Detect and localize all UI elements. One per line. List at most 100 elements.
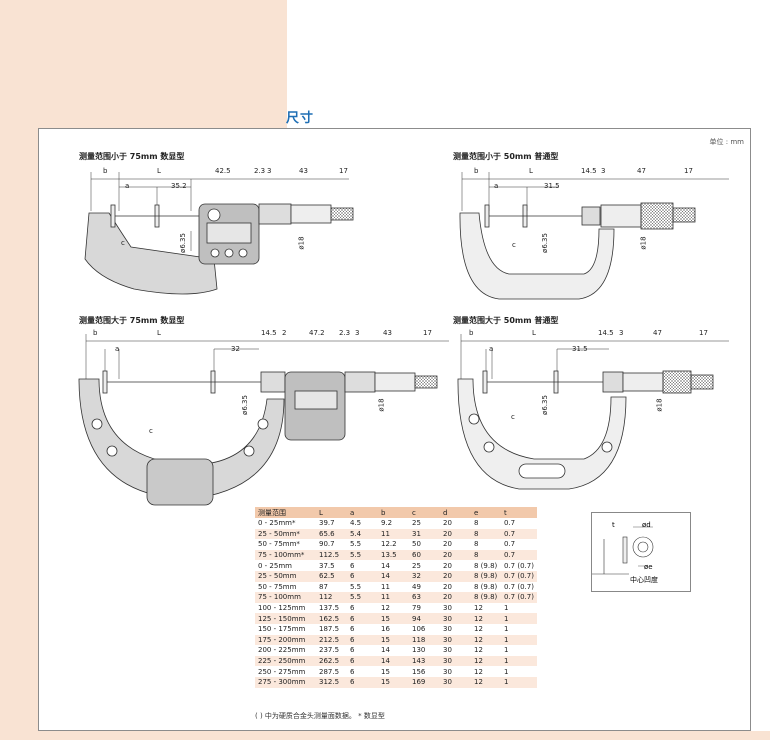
table-cell: 143 [409,655,440,667]
fig4-drawing [457,334,729,490]
header-t: t [501,507,537,518]
table-cell: 100 - 125mm [258,604,306,613]
table-cell: 16 [381,625,390,634]
table-cell: 150 - 175mm [258,625,306,634]
table-cell: 20 [443,561,452,570]
table-cell: 14 [381,646,390,655]
table-cell: 94 [409,613,440,624]
table-cell: 1 [501,613,537,624]
fig3-title: 测量范围大于 75mm 数显型 [79,316,185,325]
table-cell: 6 [350,625,355,634]
table-cell: 1 [501,676,537,688]
table-cell: 12 [471,634,501,646]
detail-label-t: t [612,521,615,529]
table-cell: 8 (9.8) [471,570,501,582]
table-cell: 20 [443,582,452,591]
table-cell: 0.7 [501,549,537,561]
table-cell: 30 [443,667,452,676]
table-cell: 287.5 [319,667,340,676]
table-cell: 1 [504,625,509,634]
table-cell: 118 [409,634,440,646]
table-cell: 0.7 (0.7) [504,582,534,591]
table-cell: 8 (9.8) [471,592,501,603]
table-cell: 275 - 300mm [255,676,316,688]
table-cell: 1 [504,667,509,676]
table-cell: 8 [471,528,501,540]
table-cell: 75 - 100mm [255,592,316,603]
table-cell: 175 - 200mm [255,634,316,646]
table-cell: 90.7 [319,540,335,549]
table-cell: 15 [378,613,409,624]
table-cell: 11 [378,592,409,603]
table-cell: 30 [440,655,471,667]
table-cell: 6 [347,655,378,667]
table-cell: 8 [474,519,479,528]
table-cell: 6 [350,646,355,655]
table-cell: 12 [474,667,483,676]
table-cell: 37.5 [319,561,335,570]
table-cell: 1 [501,655,537,667]
section-title: 尺寸 [286,111,315,126]
table-cell: 0 - 25mm [258,561,292,570]
table-cell: 49 [412,582,421,591]
table-cell: 250 - 275mm [258,667,306,676]
fig2-drawing [459,172,729,300]
table-cell: 0.7 (0.7) [501,592,537,603]
table-cell: 25 [412,561,421,570]
table-cell: 20 [440,592,471,603]
table-cell: 237.5 [319,646,340,655]
table-cell: 30 [443,646,452,655]
table-cell: 25 [412,519,421,528]
table-cell: 1 [504,604,509,613]
table-cell: 225 - 250mm [255,655,316,667]
table-cell: 20 [443,519,452,528]
table-cell: 187.5 [319,625,340,634]
table-cell: 6 [350,604,355,613]
micrometer-drawings [78,172,729,575]
header-range: 测量范围 [255,507,316,518]
table-cell: 20 [440,570,471,582]
table-cell: 79 [412,604,421,613]
table-cell: 0.7 [504,540,516,549]
table-cell: 50 [412,540,421,549]
table-cell: 20 [443,540,452,549]
table-cell: 212.5 [316,634,347,646]
fig1-title: 测量范围小于 75mm 数显型 [79,152,185,161]
table-cell: 5.4 [347,528,378,540]
table-cell: 9.2 [381,519,393,528]
table-cell: 14 [378,655,409,667]
header-b: b [378,507,409,518]
table-cell: 0.7 (0.7) [504,561,534,570]
table-cell: 112.5 [316,549,347,561]
table-cell: 125 - 150mm [255,613,316,624]
table-cell: 75 - 100mm* [255,549,316,561]
table-cell: 112 [316,592,347,603]
table-cell: 11 [378,528,409,540]
table-cell: 5.5 [347,592,378,603]
table-cell: 39.7 [319,519,335,528]
table-cell: 30 [443,625,452,634]
table-cell: 12 [471,655,501,667]
table-cell: 14 [378,570,409,582]
header-L: L [316,507,347,518]
table-cell: 11 [381,582,390,591]
table-cell: 14 [381,561,390,570]
table-cell: 25 - 50mm* [255,528,316,540]
table-cell: 31 [409,528,440,540]
table-cell: 87 [319,582,328,591]
table-cell: 25 - 50mm [255,570,316,582]
table-cell: 63 [409,592,440,603]
detail-label-e: øe [644,563,653,571]
table-cell: 0.7 [501,528,537,540]
unit-label: 单位 : mm [709,138,744,146]
